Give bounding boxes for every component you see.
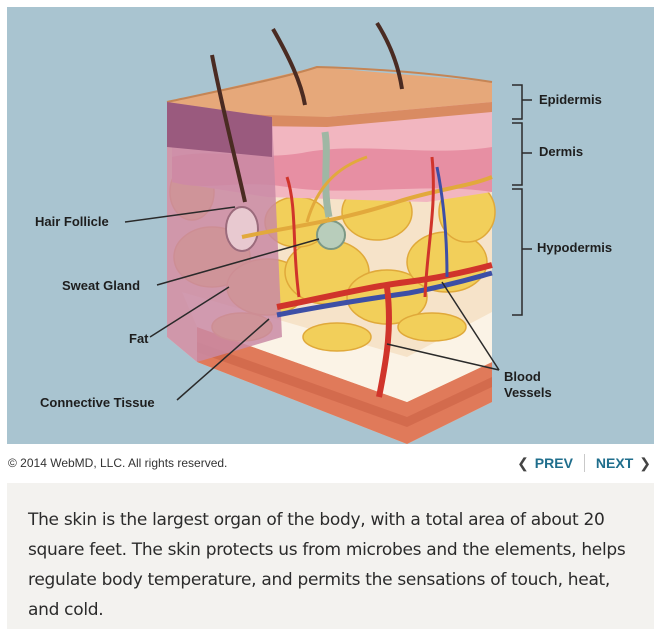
hair-follicle-bulb — [225, 206, 259, 252]
label-fat: Fat — [129, 331, 149, 346]
label-sweat-gland: Sweat Gland — [62, 278, 141, 293]
label-blood-vessels: Blood Vessels — [504, 369, 552, 401]
next-label: NEXT — [595, 455, 634, 471]
slide-footer-bar: © 2014 WebMD, LLC. All rights reserved. … — [0, 444, 661, 482]
skin-diagram: Epidermis Dermis Hypodermis Hair Follicl… — [7, 7, 654, 444]
sweat-gland-coil — [316, 220, 346, 250]
sweat-gland-duct — [321, 131, 333, 218]
caption-panel: The skin is the largest organ of the bod… — [7, 483, 654, 629]
chevron-right-icon: ❯ — [639, 454, 651, 471]
vein — [276, 270, 493, 318]
label-hypodermis: Hypodermis — [537, 240, 613, 255]
label-connective-tissue: Connective Tissue — [40, 395, 155, 410]
slide-navigation: ❮ PREV NEXT ❯ — [517, 454, 651, 472]
label-dermis: Dermis — [539, 144, 584, 159]
label-epidermis: Epidermis — [539, 92, 602, 107]
block-left-face — [167, 102, 282, 362]
copyright-text: © 2014 WebMD, LLC. All rights reserved. — [8, 456, 228, 470]
prev-label: PREV — [534, 455, 573, 471]
next-button[interactable]: NEXT ❯ — [596, 455, 651, 472]
epidermis-surface — [167, 67, 492, 119]
caption-text: The skin is the largest organ of the bod… — [28, 510, 626, 620]
hair-shaft — [210, 54, 247, 203]
artery — [276, 262, 493, 310]
prev-button[interactable]: ❮ PREV — [517, 455, 573, 472]
label-hair-follicle: Hair Follicle — [35, 214, 109, 229]
chevron-left-icon: ❮ — [517, 454, 529, 471]
nav-divider — [583, 454, 585, 472]
label-blood-vessels-line2: Vessels — [504, 385, 552, 400]
layer-brackets — [512, 84, 532, 316]
leader-lines — [124, 206, 500, 401]
skin-illustration — [124, 21, 532, 444]
label-blood-vessels-line1: Blood — [504, 369, 541, 384]
